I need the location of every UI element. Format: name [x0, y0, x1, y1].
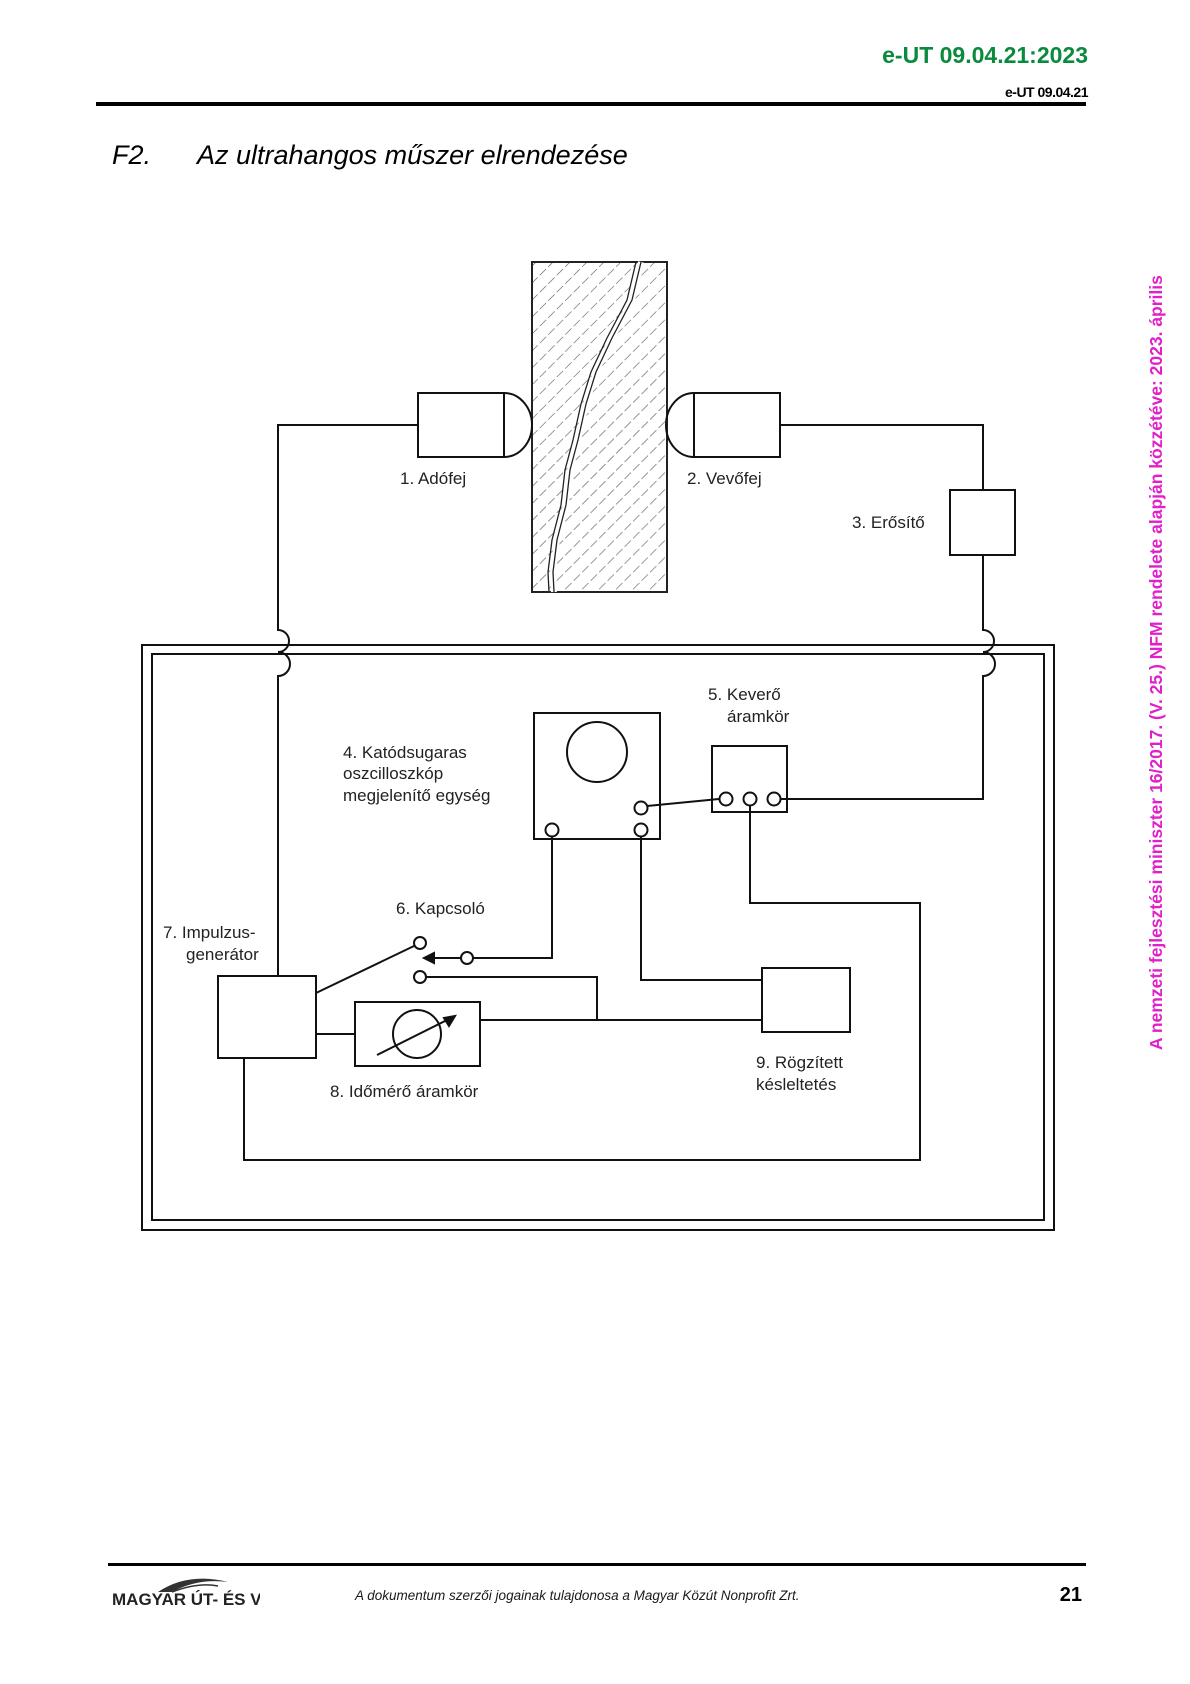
- receiver-probe: [693, 392, 781, 458]
- page-number: 21: [1059, 1584, 1082, 1606]
- meter-dial: [392, 1009, 442, 1059]
- label-receiver: 2. Vevőfej: [687, 469, 762, 488]
- figure-title: Az ultrahangos műszer elrendezése: [197, 140, 628, 170]
- logo-text: MAGYAR ÚT- ÉS VASÚTÜGYI TÁRSASÁG: [112, 1590, 260, 1609]
- label-transmitter: 1. Adófej: [400, 469, 466, 488]
- label-oscilloscope-2: oszcilloszkóp: [343, 764, 443, 783]
- instrument-cabinet-outer: [141, 644, 1055, 1231]
- concrete-specimen: [531, 261, 668, 593]
- label-delay-2: késleltetés: [756, 1075, 836, 1094]
- footer-rule: [108, 1563, 1086, 1566]
- document-code-small: e-UT 09.04.21: [1005, 84, 1089, 100]
- fixed-delay: [761, 967, 851, 1033]
- oscilloscope-screen: [566, 721, 628, 783]
- label-switch: 6. Kapcsoló: [396, 899, 485, 918]
- label-delay-1: 9. Rögzített: [756, 1053, 843, 1072]
- label-oscilloscope-3: megjelenítő egység: [343, 786, 490, 805]
- header-rule: [96, 102, 1086, 106]
- mixer-circuit: [711, 745, 788, 813]
- label-pulse-generator-1: 7. Impulzus-: [163, 923, 256, 942]
- label-amplifier: 3. Erősítő: [852, 513, 925, 532]
- document-code: e-UT 09.04.21:2023: [882, 42, 1088, 68]
- amplifier: [949, 489, 1016, 556]
- oscilloscope: [533, 712, 661, 840]
- copyright-notice: A dokumentum szerzői jogainak tulajdonos…: [355, 1588, 800, 1603]
- label-timer: 8. Időmérő áramkör: [330, 1082, 479, 1101]
- label-oscilloscope-1: 4. Katódsugaras: [343, 743, 467, 762]
- pulse-generator: [217, 975, 317, 1059]
- instrument-cabinet-inner: [151, 653, 1045, 1221]
- transmitter-probe: [417, 392, 505, 458]
- label-mixer-1: 5. Keverő: [708, 685, 781, 704]
- label-pulse-generator-2: generátor: [186, 945, 259, 964]
- figure-number: F2.: [112, 140, 152, 170]
- publisher-logo: MAGYAR ÚT- ÉS VASÚTÜGYI TÁRSASÁG: [112, 1578, 260, 1609]
- label-mixer-2: áramkör: [727, 707, 790, 726]
